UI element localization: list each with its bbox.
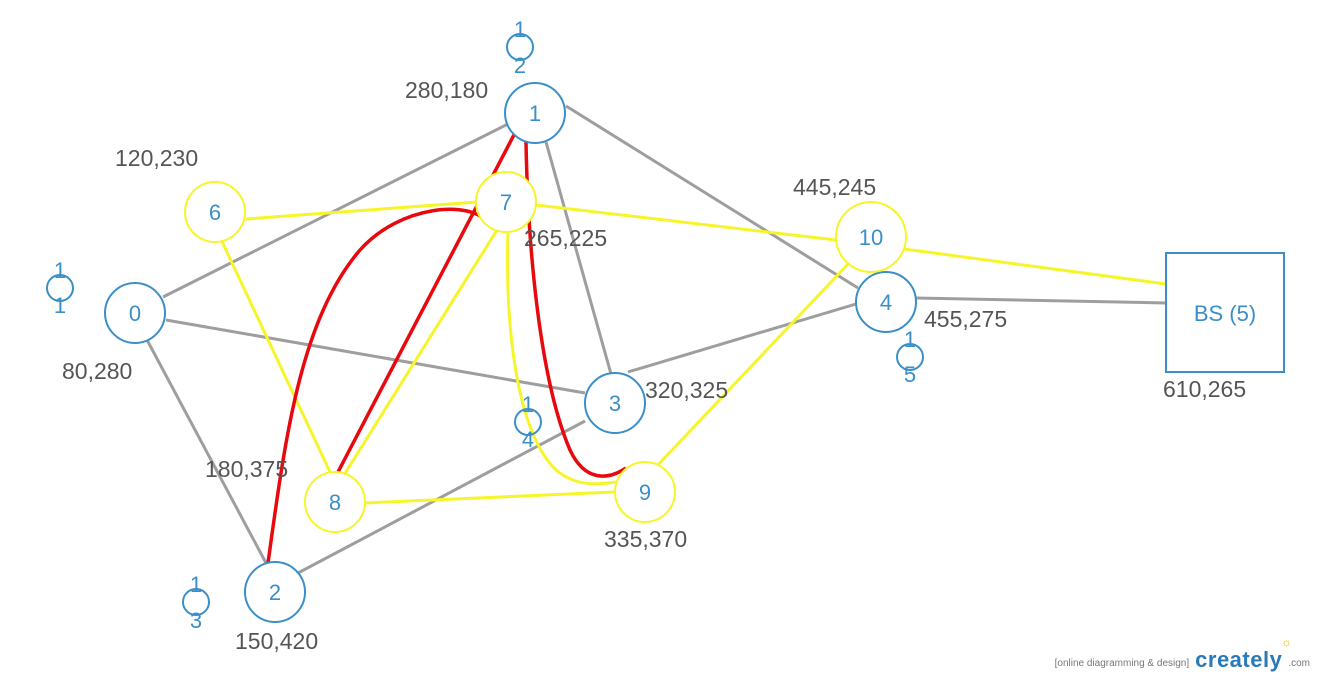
marker-12-line2: 2 bbox=[514, 53, 526, 78]
node-9-label: 9 bbox=[639, 480, 651, 505]
marker-12-line1: 1 bbox=[514, 17, 526, 42]
coord-n7: 265,225 bbox=[524, 225, 607, 251]
marker-13: 1 3 bbox=[182, 572, 210, 633]
node-1-label: 1 bbox=[529, 101, 541, 126]
node-3-label: 3 bbox=[609, 391, 621, 416]
node-7[interactable]: 7 bbox=[475, 171, 537, 233]
marker-14: 1 4 bbox=[514, 392, 542, 452]
node-8-label: 8 bbox=[329, 490, 341, 515]
edge-9-10 bbox=[654, 260, 852, 469]
edge-0-2 bbox=[144, 337, 268, 564]
marker-13-line1: 1 bbox=[190, 572, 202, 597]
node-7-label: 7 bbox=[500, 190, 512, 215]
node-bs[interactable]: BS (5) bbox=[1165, 252, 1285, 373]
marker-14-line2: 4 bbox=[522, 427, 534, 452]
marker-11: 1 1 bbox=[46, 258, 74, 318]
marker-13-line2: 3 bbox=[190, 608, 202, 633]
yellow-edges bbox=[216, 200, 1167, 505]
marker-15-line2: 5 bbox=[904, 362, 916, 387]
coord-n8: 180,375 bbox=[205, 456, 288, 482]
marker-15: 1 5 bbox=[896, 327, 924, 387]
marker-11-line2: 1 bbox=[54, 293, 66, 318]
node-0-label: 0 bbox=[129, 301, 141, 326]
node-9[interactable]: 9 bbox=[614, 461, 676, 523]
edge-0-3 bbox=[165, 318, 586, 395]
marker-12: 1 2 bbox=[506, 17, 534, 78]
coord-n2: 150,420 bbox=[235, 628, 318, 654]
brand-name: creately bbox=[1195, 647, 1283, 672]
edge-1-0 bbox=[162, 122, 509, 299]
edge-7-10 bbox=[535, 203, 837, 242]
edge-1-4 bbox=[565, 104, 859, 290]
coord-n4: 455,275 bbox=[924, 306, 1007, 332]
brand-tagline: [online diagramming & design] bbox=[1054, 658, 1190, 669]
edge-3-4 bbox=[627, 302, 857, 374]
node-4-label: 4 bbox=[880, 290, 892, 315]
node-10[interactable]: 10 bbox=[835, 201, 907, 273]
node-3[interactable]: 3 bbox=[584, 372, 646, 434]
edge-7-9 bbox=[506, 229, 617, 486]
node-0[interactable]: 0 bbox=[104, 282, 166, 344]
gray-edges bbox=[144, 104, 1167, 575]
creately-watermark[interactable]: [online diagramming & design] creately .… bbox=[1055, 647, 1310, 673]
brand-suffix: .com bbox=[1288, 658, 1310, 669]
marker-15-line1: 1 bbox=[904, 327, 916, 352]
node-4[interactable]: 4 bbox=[855, 271, 917, 333]
node-6-label: 6 bbox=[209, 200, 221, 225]
marker-14-line1: 1 bbox=[522, 392, 534, 417]
node-6[interactable]: 6 bbox=[184, 181, 246, 243]
coord-n6: 120,230 bbox=[115, 145, 198, 171]
edge-7-8 bbox=[342, 229, 499, 476]
coord-n3: 320,325 bbox=[645, 377, 728, 403]
coord-n9: 335,370 bbox=[604, 526, 687, 552]
node-2-label: 2 bbox=[269, 580, 281, 605]
coord-n0: 80,280 bbox=[62, 358, 132, 384]
edge-6-8 bbox=[216, 232, 332, 473]
coord-bs: 610,265 bbox=[1163, 376, 1246, 402]
node-8[interactable]: 8 bbox=[304, 471, 366, 533]
lightbulb-icon: ☼ bbox=[1281, 635, 1292, 649]
edge-6-7 bbox=[245, 200, 478, 221]
edge-10-bs bbox=[903, 247, 1167, 286]
node-1[interactable]: 1 bbox=[504, 82, 566, 144]
edge-1-3 bbox=[544, 141, 613, 375]
node-10-label: 10 bbox=[859, 225, 883, 250]
node-2[interactable]: 2 bbox=[244, 561, 306, 623]
coord-n1: 280,180 bbox=[405, 77, 488, 103]
edge-4-bs bbox=[915, 296, 1167, 305]
node-bs-label: BS (5) bbox=[1194, 301, 1256, 326]
coord-n10: 445,245 bbox=[793, 174, 876, 200]
edge-8-9 bbox=[363, 490, 615, 505]
coordinate-labels: 280,180 120,230 265,225 445,245 80,280 4… bbox=[62, 77, 1246, 654]
marker-11-line1: 1 bbox=[54, 258, 66, 283]
edge-red-7-2 bbox=[266, 207, 489, 564]
